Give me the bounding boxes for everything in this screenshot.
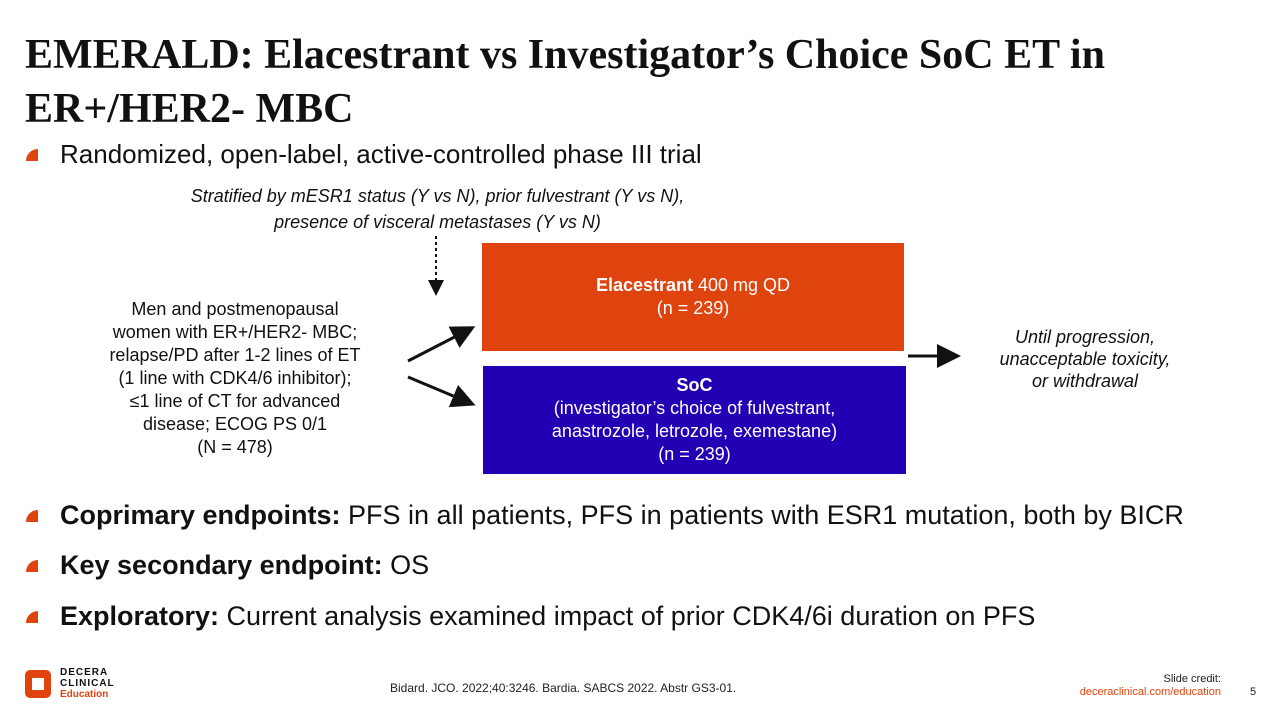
logo-line: Education xyxy=(60,689,109,700)
bullet-icon xyxy=(26,148,38,161)
bullet-secondary: Key secondary endpoint: OS xyxy=(0,550,429,581)
bullet-text: Randomized, open-label, active-controlle… xyxy=(60,139,702,169)
endpoint-text: OS xyxy=(382,550,430,580)
until-line: Until progression, xyxy=(1014,327,1156,347)
strat-line: presence of visceral metastases (Y vs N) xyxy=(274,212,601,232)
arm2-line: anastrozole, letrozole, exemestane) xyxy=(551,421,838,441)
endpoint-label: Coprimary endpoints: xyxy=(60,500,341,530)
decera-logo: DECERA CLINICAL Education xyxy=(25,667,115,700)
endpoint-text: PFS in all patients, PFS in patients wit… xyxy=(340,500,1184,530)
endpoint-label: Key secondary endpoint: xyxy=(60,550,383,580)
credit-link[interactable]: deceraclinical.com/education xyxy=(1079,686,1221,698)
pop-line: relapse/PD after 1-2 lines of ET xyxy=(109,345,361,365)
bullet-icon xyxy=(26,610,38,623)
pop-line: disease; ECOG PS 0/1 xyxy=(142,414,328,434)
pop-line: (N = 478) xyxy=(197,437,273,457)
arm2-name: SoC xyxy=(676,375,713,395)
until-line: or withdrawal xyxy=(1031,371,1139,391)
bullet-icon xyxy=(26,559,38,572)
slide-credit: Slide credit: deceraclinical.com/educati… xyxy=(1080,673,1221,699)
credit-label: Slide credit: xyxy=(1163,673,1221,685)
randomize-arrow-down xyxy=(407,375,476,408)
pop-line: Men and postmenopausal xyxy=(131,299,339,319)
slide-title: EMERALD: Elacestrant vs Investigator’s C… xyxy=(25,32,1105,132)
citation: Bidard. JCO. 2022;40:3246. Bardia. SABCS… xyxy=(390,681,737,695)
arm2-n: (n = 239) xyxy=(658,444,731,464)
endpoint-label: Exploratory: xyxy=(60,601,220,631)
logo-mark-icon xyxy=(25,669,51,698)
strat-line: Stratified by mESR1 status (Y vs N), pri… xyxy=(190,186,685,206)
arm1-drug: Elacestrant xyxy=(595,275,693,295)
page-number: 5 xyxy=(1250,686,1257,698)
arm2-line: (investigator’s choice of fulvestrant, xyxy=(553,398,836,418)
bullet-design: Randomized, open-label, active-controlle… xyxy=(0,139,702,170)
pop-line: women with ER+/HER2- MBC; xyxy=(112,322,358,342)
endpoint-text: Current analysis examined impact of prio… xyxy=(219,601,1036,631)
pop-line: (1 line with CDK4/6 inhibitor); xyxy=(118,368,352,388)
treatment-duration-note: Until progression, unacceptable toxicity… xyxy=(965,326,1205,392)
soc-arm-box: SoC (investigator’s choice of fulvestran… xyxy=(483,366,906,474)
stratification-note: Stratified by mESR1 status (Y vs N), pri… xyxy=(140,183,735,235)
until-line: unacceptable toxicity, xyxy=(999,349,1171,369)
logo-line: DECERA xyxy=(60,667,109,678)
bullet-exploratory: Exploratory: Current analysis examined i… xyxy=(0,601,1035,632)
elacestrant-arm-box: Elacestrant 400 mg QD (n = 239) xyxy=(482,243,904,351)
logo-line: CLINICAL xyxy=(60,678,115,689)
population-description: Men and postmenopausal women with ER+/HE… xyxy=(90,298,380,459)
arm1-dose: 400 mg QD xyxy=(693,275,791,295)
bullet-icon xyxy=(26,509,38,522)
randomize-arrow-up xyxy=(407,326,476,363)
bullet-coprimary: Coprimary endpoints: PFS in all patients… xyxy=(0,500,1184,531)
pop-line: ≤1 line of CT for advanced xyxy=(129,391,341,411)
arm1-n: (n = 239) xyxy=(656,298,730,318)
